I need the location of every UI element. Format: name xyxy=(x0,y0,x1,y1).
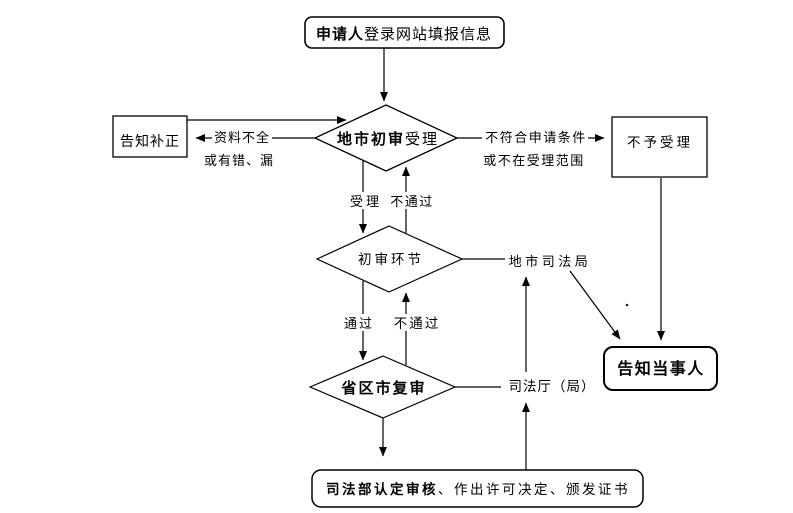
label-bg xyxy=(389,314,442,331)
label-bg xyxy=(482,129,588,146)
material-incomplete-label-1: 资料不全 xyxy=(214,130,270,145)
not-passed-label-2: 不通过 xyxy=(394,316,441,331)
first-review-label: 初审环节 xyxy=(358,251,424,267)
start-node xyxy=(304,16,505,49)
provincial-justice-dept-label: 司法厅（局） xyxy=(509,379,596,394)
notify-party-node xyxy=(603,346,718,391)
material-incomplete-label-2: 或有错、漏 xyxy=(204,153,274,168)
ink-dot xyxy=(625,303,629,307)
ministry-node xyxy=(311,469,644,508)
city-justice-bureau-label: 地市司法局 xyxy=(509,254,592,269)
notify-party-label: 告知当事人 xyxy=(617,359,705,378)
label-bg xyxy=(386,192,436,209)
notify-correction-label: 告知补正 xyxy=(120,133,180,150)
not-accepted-node xyxy=(611,116,708,178)
arrow-bureau-to-notify-party xyxy=(569,270,621,340)
notify-correction-node xyxy=(112,115,188,158)
not-passed-label-1: 不通过 xyxy=(390,194,434,209)
label-bg xyxy=(347,192,384,209)
label-bg xyxy=(212,129,272,146)
label-bg xyxy=(339,314,377,331)
city-review-label: 地市初审受理 xyxy=(337,130,439,148)
first-review-diamond xyxy=(315,225,464,293)
not-accepted-label: 不予受理 xyxy=(627,135,693,150)
start-node-label: 申请人登录网站填报信息 xyxy=(316,25,492,43)
passed-label: 通过 xyxy=(344,316,374,331)
not-qualified-label-2: 或不在受理范围 xyxy=(483,153,585,168)
accepted-label: 受理 xyxy=(350,194,382,209)
provincial-recheck-label: 省区市复审 xyxy=(340,379,426,397)
not-qualified-label-1: 不符合申请条件 xyxy=(485,130,587,145)
provincial-recheck-diamond xyxy=(308,355,457,419)
ministry-label: 司法部认定审核、作出许可决定、颁发证书 xyxy=(326,481,630,497)
city-review-diamond xyxy=(313,104,459,172)
